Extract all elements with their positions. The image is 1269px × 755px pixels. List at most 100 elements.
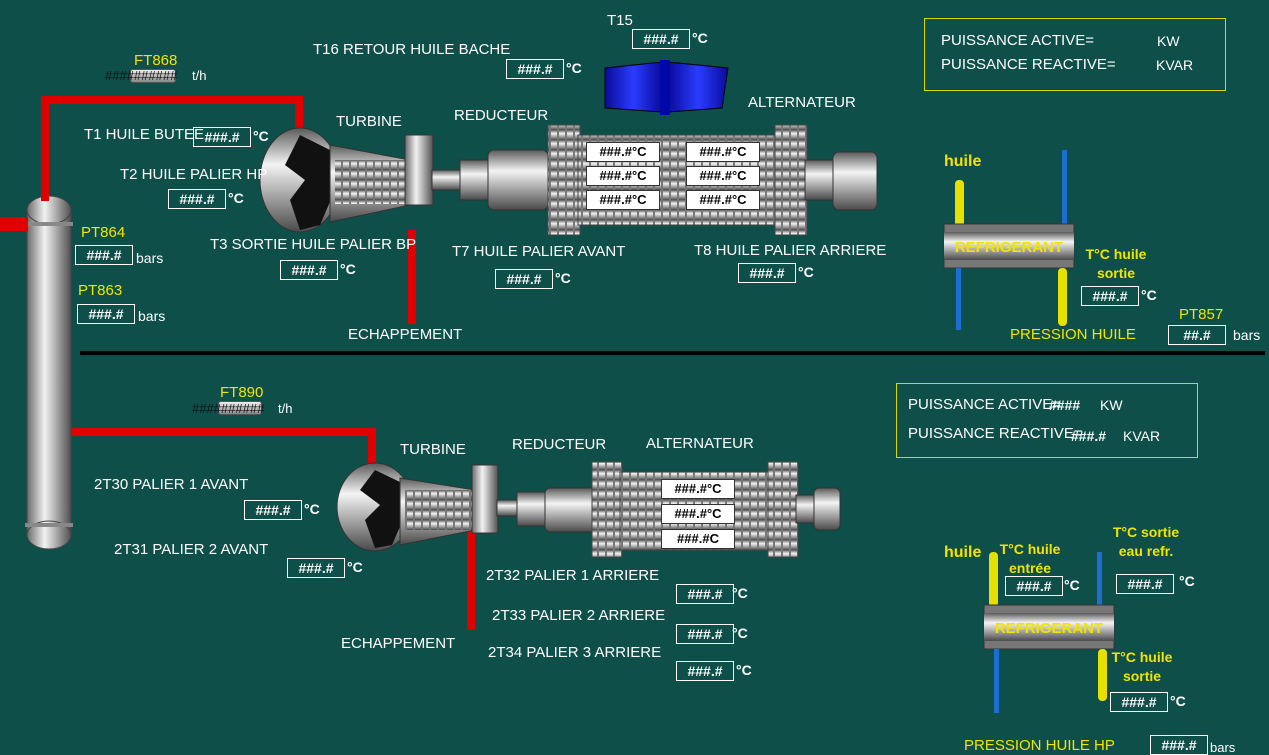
pt857-value[interactable]: ##.# [1168,325,1226,345]
winding-temp-2-3[interactable]: ###.#C [661,529,735,549]
t7-value[interactable]: ###.# [495,269,553,289]
t31-label: 2T31 PALIER 2 AVANT [114,541,269,558]
t33-label: 2T33 PALIER 2 ARRIERE [492,607,666,624]
active-power-2-unit: KW [1100,397,1123,413]
cooler-2-oil-out-value[interactable]: ###.# [1110,692,1168,712]
t15-value[interactable]: ###.# [632,29,690,49]
reactive-power-2-unit: KVAR [1123,428,1161,444]
t8-value[interactable]: ###.# [738,263,796,283]
oil-pressure-1-label: PRESSION HUILE [1010,326,1136,343]
t1-label: T1 HUILE BUTEE [84,126,205,143]
winding-temp-2-1[interactable]: ###.#°C [661,479,735,499]
cooler-2-water-out-unit: °C [1179,573,1195,589]
t15-unit: °C [692,30,708,46]
t16-label: T16 RETOUR HUILE BACHE [313,41,511,58]
ft890-meter [218,401,262,415]
reactive-power-1-label: PUISSANCE REACTIVE= [941,56,1116,73]
t30-unit: °C [304,501,320,517]
alternator-1-label: ALTERNATEUR [748,94,856,111]
ft868-unit: t/h [192,68,207,83]
t1-unit: °C [253,128,269,144]
t34-label: 2T34 PALIER 3 ARRIERE [488,644,662,661]
active-power-1-unit: KW [1157,33,1180,49]
t33-unit: °C [732,625,748,641]
turbine-2-label: TURBINE [400,441,466,458]
active-power-2-value[interactable]: #### [1049,397,1081,413]
ft868-value: ########## [105,68,178,83]
ft868-meter [130,69,176,83]
winding-temp-2-2[interactable]: ###.#°C [661,504,735,524]
cooler-1-huile-label: huile [944,153,982,170]
echappement-2-label: ECHAPPEMENT [341,635,456,652]
ft890-unit: t/h [278,401,293,416]
t15-label: T15 [607,12,633,29]
t1-value[interactable]: ###.# [193,127,251,147]
t30-value[interactable]: ###.# [244,500,302,520]
cooler-1-oil-out-label: T°C huile sortie [1085,246,1147,281]
t8-unit: °C [798,264,814,280]
cooler-2-oil-in-value[interactable]: ###.# [1005,576,1063,596]
reactive-power-2-value[interactable]: ###.# [1071,428,1107,444]
pt864-value[interactable]: ###.# [75,245,133,265]
t3-label: T3 SORTIE HUILE PALIER BP [210,236,417,253]
turbine-1 [259,127,463,233]
blue-fan-1 [604,60,729,115]
t8-label: T8 HUILE PALIER ARRIERE [694,242,887,259]
active-power-2-label: PUISSANCE ACTIVE= [908,396,1061,413]
cooler-2-huile-label: huile [944,544,982,561]
t7-label: T7 HUILE PALIER AVANT [452,243,626,260]
reactive-power-1-unit: KVAR [1156,57,1194,73]
winding-temp-5[interactable]: ###.#°C [586,190,660,210]
t7-unit: °C [555,270,571,286]
cooler-2-oil-out-label: T°C huile sortie [1111,649,1173,684]
oil-tank [25,195,73,550]
ft890-tag: FT890 [220,384,264,401]
cooler-2-oil-out-unit: °C [1170,693,1186,709]
t31-value[interactable]: ###.# [287,558,345,578]
t16-value[interactable]: ###.# [506,59,564,79]
t34-value[interactable]: ###.# [676,661,734,681]
winding-temp-6[interactable]: ###.#°C [686,190,760,210]
oil-pressure-hp-unit: bars [1210,740,1236,755]
reactive-power-2-label: PUISSANCE REACTIVE= [908,425,1083,442]
cooler-2-refrigerant-label: REFRIGERANT [994,620,1104,637]
cooler-2-oil-in-unit: °C [1064,577,1080,593]
alternator-2 [619,461,841,558]
t31-unit: °C [347,559,363,575]
cooler-1-oil-out-value[interactable]: ###.# [1081,286,1139,306]
t33-value[interactable]: ###.# [676,624,734,644]
winding-temp-3[interactable]: ###.#°C [586,166,660,186]
cooler-2-water-out-label: T°C sortie eau refr. [1112,524,1180,559]
cooler-1-oil-out-unit: °C [1141,287,1157,303]
cooler-2 [983,552,1115,713]
oil-pressure-hp-value[interactable]: ###.# [1150,735,1208,755]
active-power-1-label: PUISSANCE ACTIVE= [941,32,1094,49]
t3-value[interactable]: ###.# [280,260,338,280]
pt857-tag: PT857 [1179,306,1224,323]
winding-temp-1[interactable]: ###.#°C [586,142,660,162]
power-panel-1 [924,18,1226,91]
t32-value[interactable]: ###.# [676,584,734,604]
pt864-unit: bars [136,250,164,266]
winding-temp-2[interactable]: ###.#°C [686,142,760,162]
cooler-2-water-out-value[interactable]: ###.# [1116,574,1174,594]
t2-unit: °C [228,190,244,206]
ft868-tag: FT868 [134,52,178,69]
t2-label: T2 HUILE PALIER HP [120,166,268,183]
pt863-unit: bars [138,308,166,324]
cooler-2-oil-in-label: T°C huile entrée [999,541,1061,576]
t2-value[interactable]: ###.# [168,189,226,209]
pt863-tag: PT863 [78,282,123,299]
t34-unit: °C [736,662,752,678]
pt857-unit: bars [1233,327,1261,343]
pt864-tag: PT864 [81,224,126,241]
pt863-value[interactable]: ###.# [77,304,135,324]
cooler-1 [943,150,1075,330]
cooler-1-refrigerant-label: REFRIGERANT [954,239,1064,256]
t32-unit: °C [732,585,748,601]
winding-temp-4[interactable]: ###.#°C [686,166,760,186]
ft890-value: ########## [192,401,265,416]
t3-unit: °C [340,261,356,277]
oil-pressure-hp-label: PRESSION HUILE HP [964,737,1115,754]
